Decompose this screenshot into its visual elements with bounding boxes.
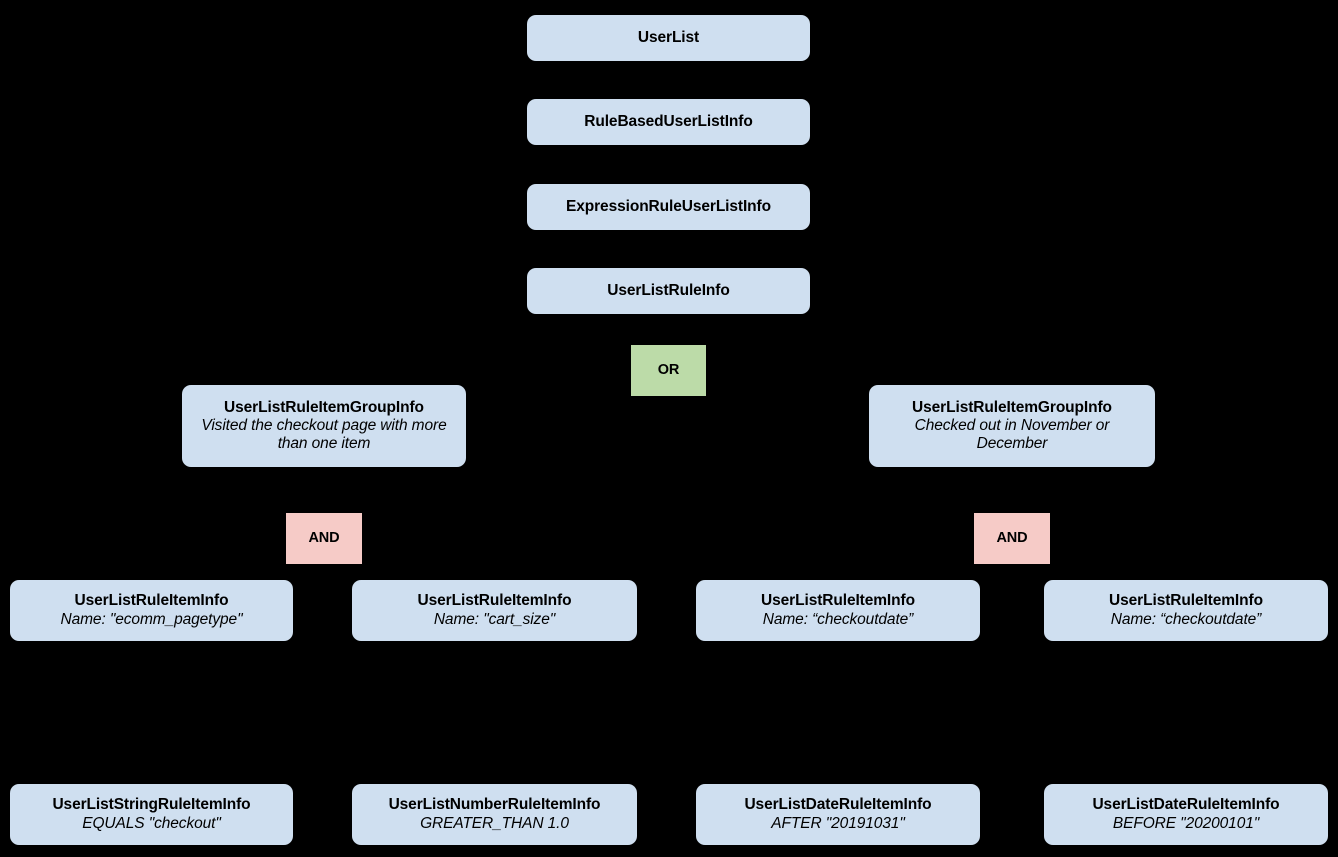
node-title: UserListRuleItemInfo	[417, 592, 572, 610]
edge-and-op-right-to-ruleitem-date-before	[1011, 563, 1187, 574]
node-title: RuleBasedUserListInfo	[584, 112, 753, 130]
node-subtitle: Name: "cart_size"	[433, 610, 556, 628]
node-userlist[interactable]: UserList	[527, 15, 810, 61]
node-title: UserListRuleItemGroupInfo	[224, 398, 424, 416]
node-subtitle: GREATER_THAN 1.0	[420, 814, 569, 832]
node-title: UserListRuleItemInfo	[74, 592, 229, 610]
node-title: UserList	[637, 28, 700, 46]
node-subtitle: Checked out in November or December	[914, 416, 1110, 453]
node-subtitle: Name: "ecomm_pagetype"	[60, 610, 243, 628]
node-subtitle: Visited the checkout page with more than…	[201, 416, 447, 453]
node-subtitle: EQUALS "checkout"	[82, 814, 221, 832]
edge-and-op-left-to-ruleitem-pagetype	[150, 563, 325, 574]
node-expressionrule[interactable]: ExpressionRuleUserListInfo	[527, 184, 810, 230]
node-title: UserListRuleItemInfo	[761, 592, 915, 610]
node-title: AND	[996, 529, 1028, 546]
node-subtitle: Name: “checkoutdate”	[1110, 610, 1262, 628]
node-or-op[interactable]: OR	[631, 345, 706, 396]
node-title: UserListStringRuleItemInfo	[52, 796, 251, 814]
node-title: UserListRuleItemInfo	[1109, 592, 1263, 610]
node-and-op-right[interactable]: AND	[974, 513, 1050, 564]
node-title: OR	[657, 361, 680, 378]
node-title: UserListDateRuleItemInfo	[1092, 796, 1280, 814]
node-title: AND	[308, 529, 340, 546]
node-title: UserListRuleItemGroupInfo	[912, 398, 1112, 416]
node-title: UserListNumberRuleItemInfo	[388, 796, 601, 814]
node-subtitle: Name: “checkoutdate”	[762, 610, 914, 628]
node-and-op-left[interactable]: AND	[286, 513, 362, 564]
node-userlistruleinfo[interactable]: UserListRuleInfo	[527, 268, 810, 314]
edge-and-op-right-to-ruleitem-date-after	[837, 563, 1013, 574]
node-subtitle: BEFORE "20200101"	[1112, 814, 1260, 832]
node-title: UserListDateRuleItemInfo	[744, 796, 932, 814]
node-subtitle: AFTER "20191031"	[771, 814, 905, 832]
node-title: ExpressionRuleUserListInfo	[566, 197, 771, 215]
edge-and-op-left-to-ruleitem-cartsize	[323, 563, 496, 574]
node-rulebased[interactable]: RuleBasedUserListInfo	[527, 99, 810, 145]
node-title: UserListRuleInfo	[607, 281, 730, 299]
